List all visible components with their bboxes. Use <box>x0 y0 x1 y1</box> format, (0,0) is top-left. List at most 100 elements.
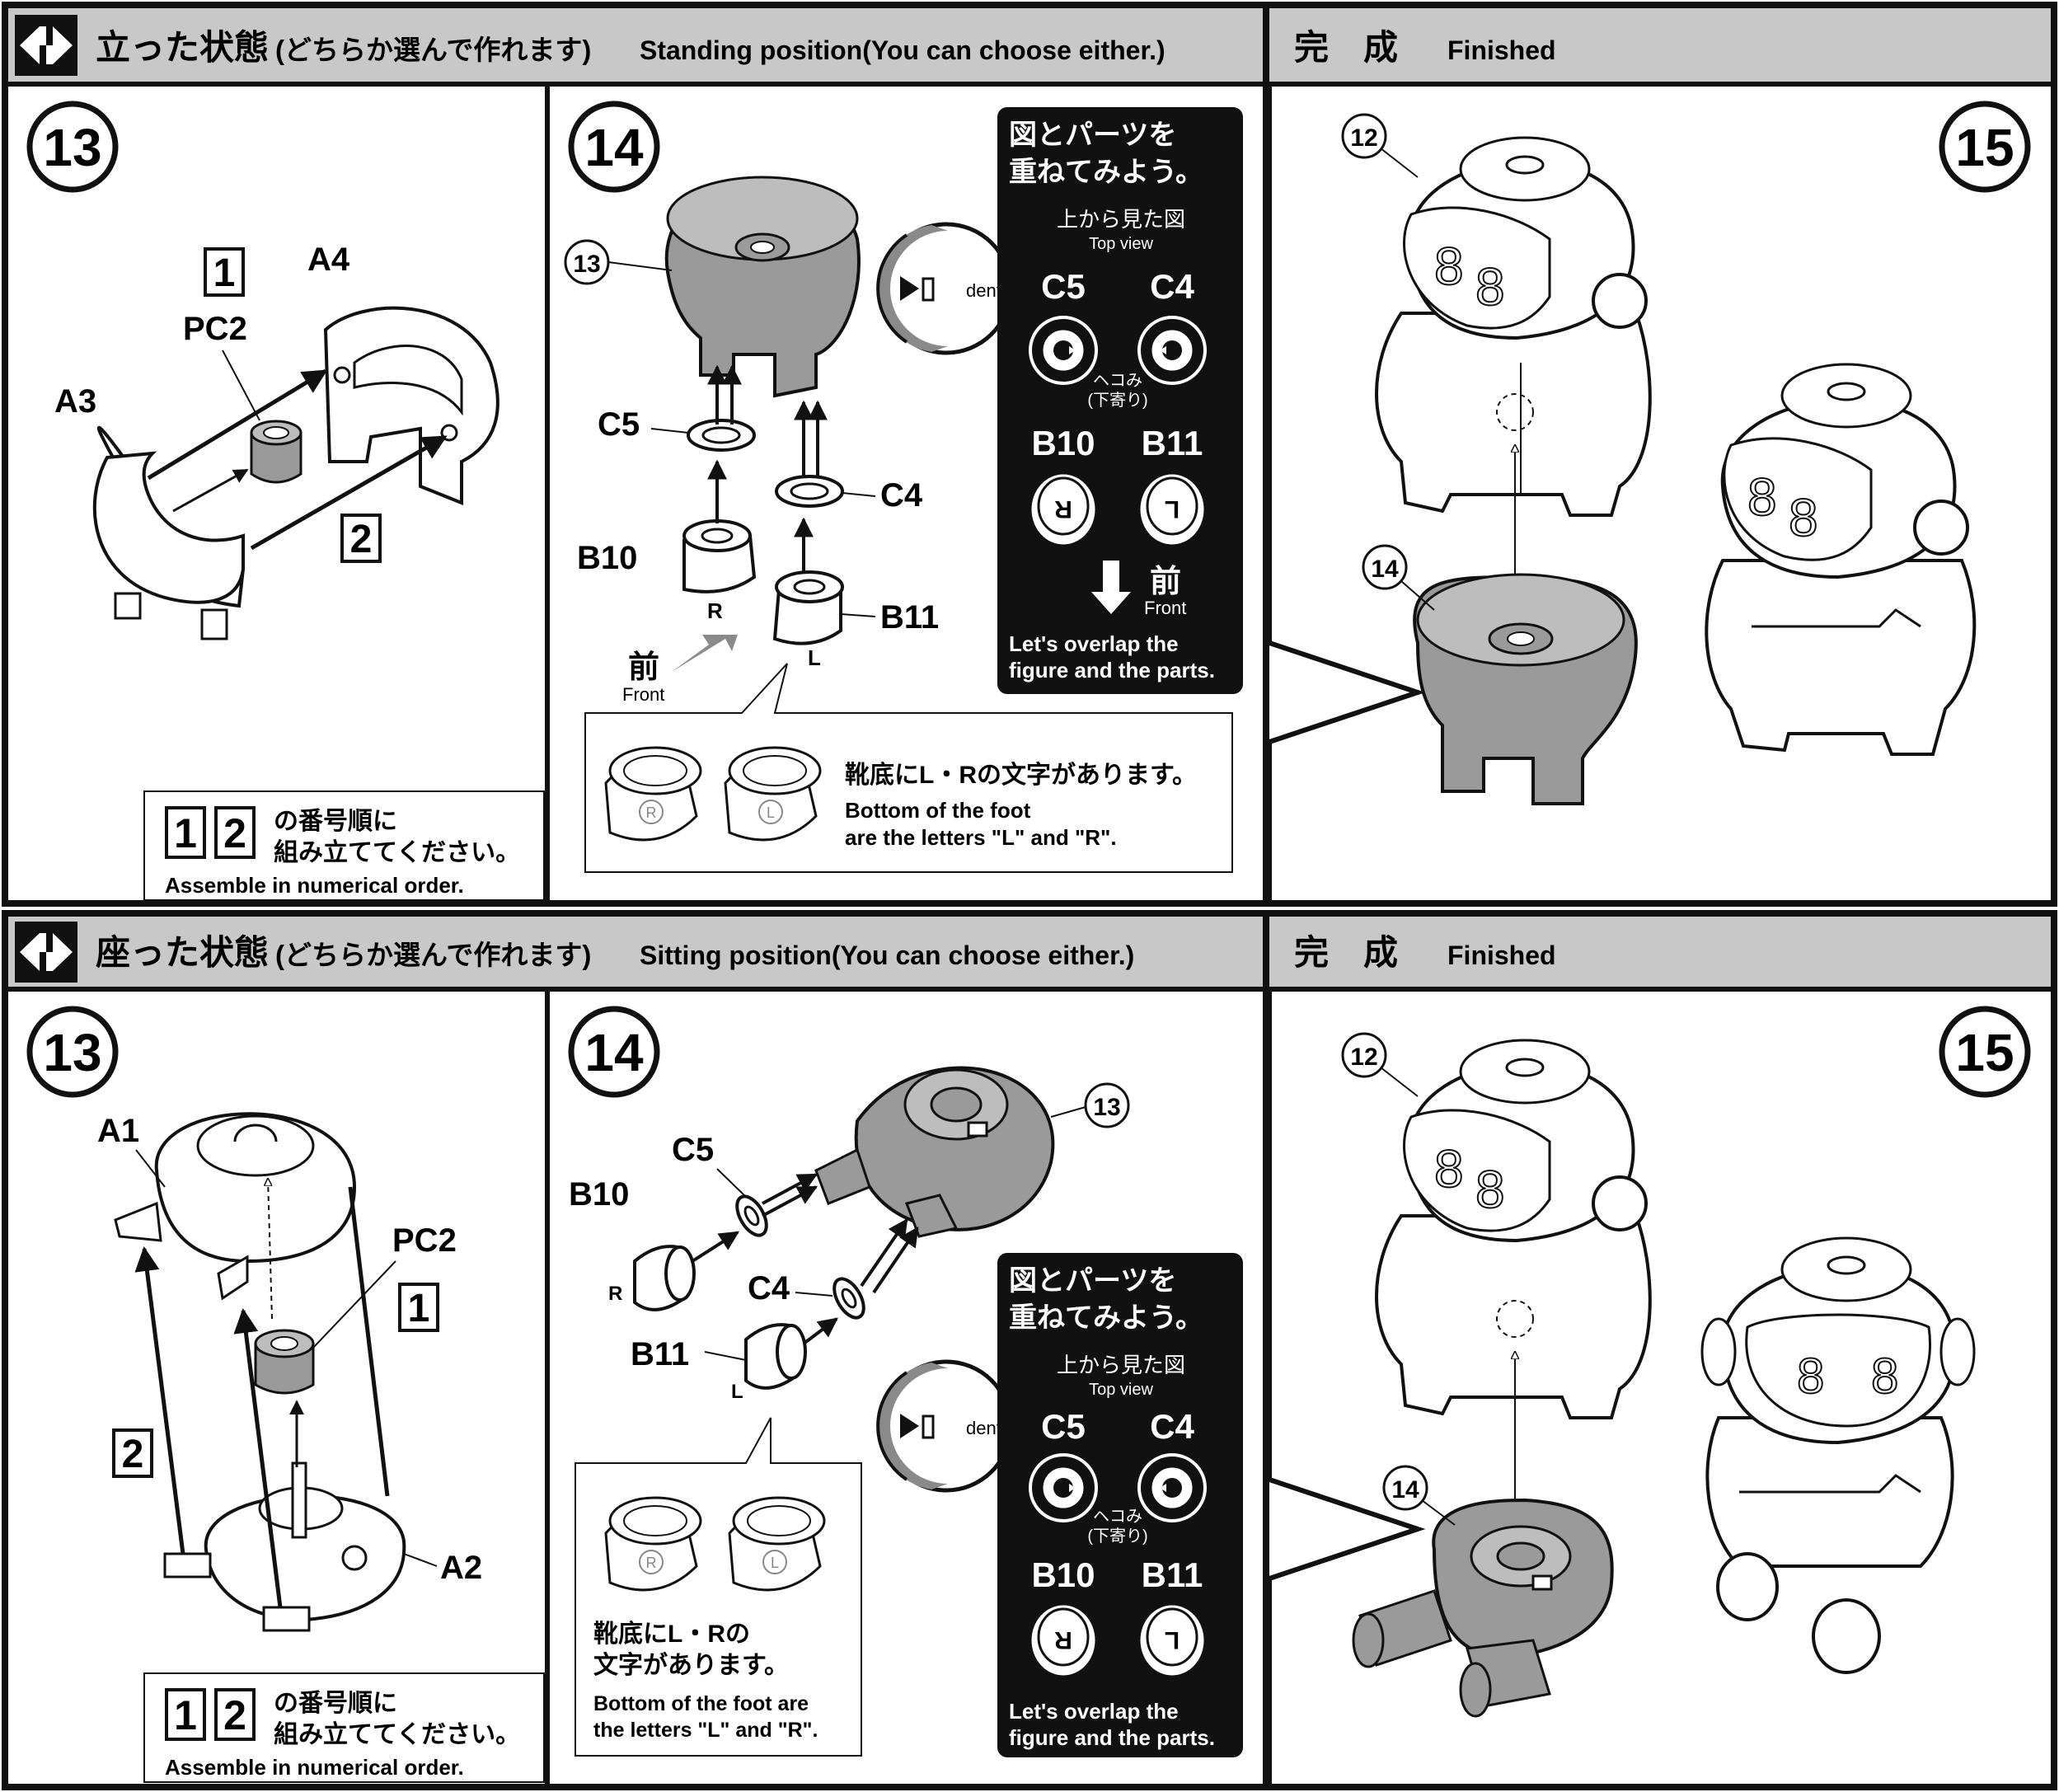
finished-title-jp: 完 成 <box>1294 28 1398 67</box>
overlap-guide-panel: 図とパーツを 重ねてみよう。 上から見た図 Top view C5 C4 ヘコみ… <box>997 107 1243 694</box>
svg-text:Top view: Top view <box>1089 235 1153 253</box>
svg-text:1: 1 <box>213 251 236 295</box>
svg-text:B10: B10 <box>1031 424 1095 462</box>
feet-bottom-illustration: R L <box>604 1496 826 1592</box>
svg-text:14: 14 <box>1371 556 1399 583</box>
svg-text:dent: dent <box>966 1418 1001 1438</box>
svg-text:図とパーツを: 図とパーツを <box>1009 120 1176 151</box>
svg-text:B10: B10 <box>1031 1555 1095 1594</box>
svg-text:12: 12 <box>1350 1044 1377 1071</box>
svg-text:重ねてみよう。: 重ねてみよう。 <box>1009 157 1203 188</box>
svg-text:Bottom of the foot: Bottom of the foot <box>845 798 1031 823</box>
svg-text:A1: A1 <box>97 1113 139 1149</box>
sitting-title-jp: 座った状態 <box>96 933 269 972</box>
svg-text:figure and the parts.: figure and the parts. <box>1009 1725 1215 1750</box>
svg-text:14: 14 <box>584 1023 644 1082</box>
svg-text:8: 8 <box>1475 257 1505 317</box>
sitting-title-jp-sub: (どちらか選んで作れます) <box>275 940 591 970</box>
standing-step-15: 15 8 8 12 14 <box>1267 84 2031 900</box>
robot-base-part: 14 <box>1362 544 1638 805</box>
svg-text:C4: C4 <box>1150 1407 1194 1446</box>
standing-frame <box>2 2 2057 907</box>
svg-text:上から見た図: 上から見た図 <box>1057 207 1185 232</box>
svg-text:8: 8 <box>1434 1139 1464 1199</box>
sitting-header: 座った状態 (どちらか選んで作れます) Sitting position(You… <box>5 913 2054 1787</box>
svg-text:1: 1 <box>408 1287 430 1330</box>
svg-text:C5: C5 <box>1041 1407 1086 1446</box>
sitting-step-14: 14 13 C5 C4 B10 R B11 L <box>568 1006 1243 1757</box>
robot-upper-figure: 8 8 12 <box>1341 113 1652 643</box>
svg-text:15: 15 <box>1955 1023 2014 1082</box>
svg-text:14: 14 <box>584 118 644 177</box>
standing-title-jp: 立った状態 <box>96 28 269 67</box>
robot-base-part: 14 <box>1352 1465 1614 1718</box>
svg-text:組み立ててください。: 組み立ててください。 <box>274 838 520 866</box>
svg-text:8: 8 <box>1747 467 1777 527</box>
svg-text:A4: A4 <box>307 242 350 278</box>
svg-text:B11: B11 <box>631 1336 689 1372</box>
svg-text:Front: Front <box>622 684 664 705</box>
svg-text:L: L <box>767 805 775 821</box>
standing-step-14: 14 13 C5 C4 B10 R B11 L <box>564 101 1243 873</box>
svg-text:R: R <box>608 1283 622 1305</box>
sitting-step-13: 13 A1 PC2 1 A2 2 <box>26 1006 545 1783</box>
svg-text:1: 1 <box>174 810 197 856</box>
svg-text:2: 2 <box>350 518 373 561</box>
svg-text:C4: C4 <box>1150 267 1194 306</box>
svg-text:組み立ててください。: 組み立ててください。 <box>274 1720 520 1748</box>
svg-text:B11: B11 <box>1142 1555 1203 1594</box>
svg-text:Bottom of the foot are: Bottom of the foot are <box>593 1692 809 1715</box>
svg-text:C4: C4 <box>748 1270 790 1306</box>
svg-text:靴底にL・Rの文字があります。: 靴底にL・Rの文字があります。 <box>845 761 1197 789</box>
svg-text:8: 8 <box>1434 237 1464 296</box>
svg-text:靴底にL・Rの: 靴底にL・Rの <box>593 1621 750 1648</box>
svg-text:R: R <box>646 1555 657 1571</box>
arrow-down-icon <box>1091 561 1131 614</box>
svg-text:Front: Front <box>1144 598 1186 618</box>
dent-zoom-circle: dent <box>876 222 1030 355</box>
standing-title-en: Standing position(You can choose either.… <box>640 35 1166 65</box>
svg-text:C4: C4 <box>880 477 923 514</box>
svg-text:15: 15 <box>1955 118 2014 177</box>
svg-text:figure and the parts.: figure and the parts. <box>1009 658 1215 683</box>
svg-text:Let's overlap the: Let's overlap the <box>1009 631 1179 656</box>
svg-text:R: R <box>1054 1626 1072 1654</box>
svg-text:図とパーツを: 図とパーツを <box>1009 1265 1176 1297</box>
svg-text:上から見た図: 上から見た図 <box>1057 1353 1185 1377</box>
standing-step-13: 13 A3 A4 PC2 1 2 1 2 の番号順に 組 <box>26 101 545 901</box>
svg-text:PC2: PC2 <box>392 1222 457 1259</box>
robot-finished-sitting: 8 8 <box>1700 1236 1976 1674</box>
svg-text:(下寄り): (下寄り) <box>1087 1527 1147 1546</box>
svg-text:L: L <box>1165 495 1180 523</box>
svg-text:PC2: PC2 <box>183 311 247 347</box>
robot-upper-figure: 8 8 12 <box>1341 1032 1652 1550</box>
svg-text:dent: dent <box>966 280 1001 301</box>
dual-arrow-icon <box>15 922 77 983</box>
svg-text:R: R <box>646 805 657 821</box>
overlap-guide-panel: 図とパーツを 重ねてみよう。 上から見た図 Top view C5 C4 ヘコみ… <box>997 1253 1243 1757</box>
svg-text:13: 13 <box>1093 1094 1120 1121</box>
svg-text:R: R <box>707 598 723 623</box>
svg-text:8: 8 <box>1797 1349 1824 1404</box>
svg-text:の番号順に: の番号順に <box>274 1690 397 1717</box>
sitting-step-15: 15 8 8 12 14 <box>1267 989 2031 1784</box>
svg-text:L: L <box>771 1555 779 1571</box>
svg-text:L: L <box>808 645 821 670</box>
feet-bottom-illustration: R L <box>604 746 822 842</box>
svg-text:Assemble in numerical order.: Assemble in numerical order. <box>165 873 464 898</box>
svg-text:Assemble in numerical order.: Assemble in numerical order. <box>165 1755 464 1780</box>
svg-text:(下寄り): (下寄り) <box>1087 391 1147 410</box>
finished-title-en: Finished <box>1447 941 1556 970</box>
sitting-frame <box>2 910 2057 1790</box>
part-a4 <box>323 306 500 505</box>
svg-text:are the letters "L" and "R".: are the letters "L" and "R". <box>845 825 1117 850</box>
svg-text:8: 8 <box>1475 1160 1505 1219</box>
standing-header: 立った状態 (どちらか選んで作れます) Standing position(Yo… <box>5 5 2054 903</box>
svg-text:ヘコみ: ヘコみ <box>1093 1508 1142 1526</box>
svg-text:B11: B11 <box>1142 424 1203 462</box>
svg-text:前: 前 <box>628 650 659 685</box>
svg-text:2: 2 <box>223 810 246 856</box>
finished-title-jp: 完 成 <box>1294 933 1398 972</box>
svg-text:Let's overlap the: Let's overlap the <box>1009 1699 1179 1724</box>
